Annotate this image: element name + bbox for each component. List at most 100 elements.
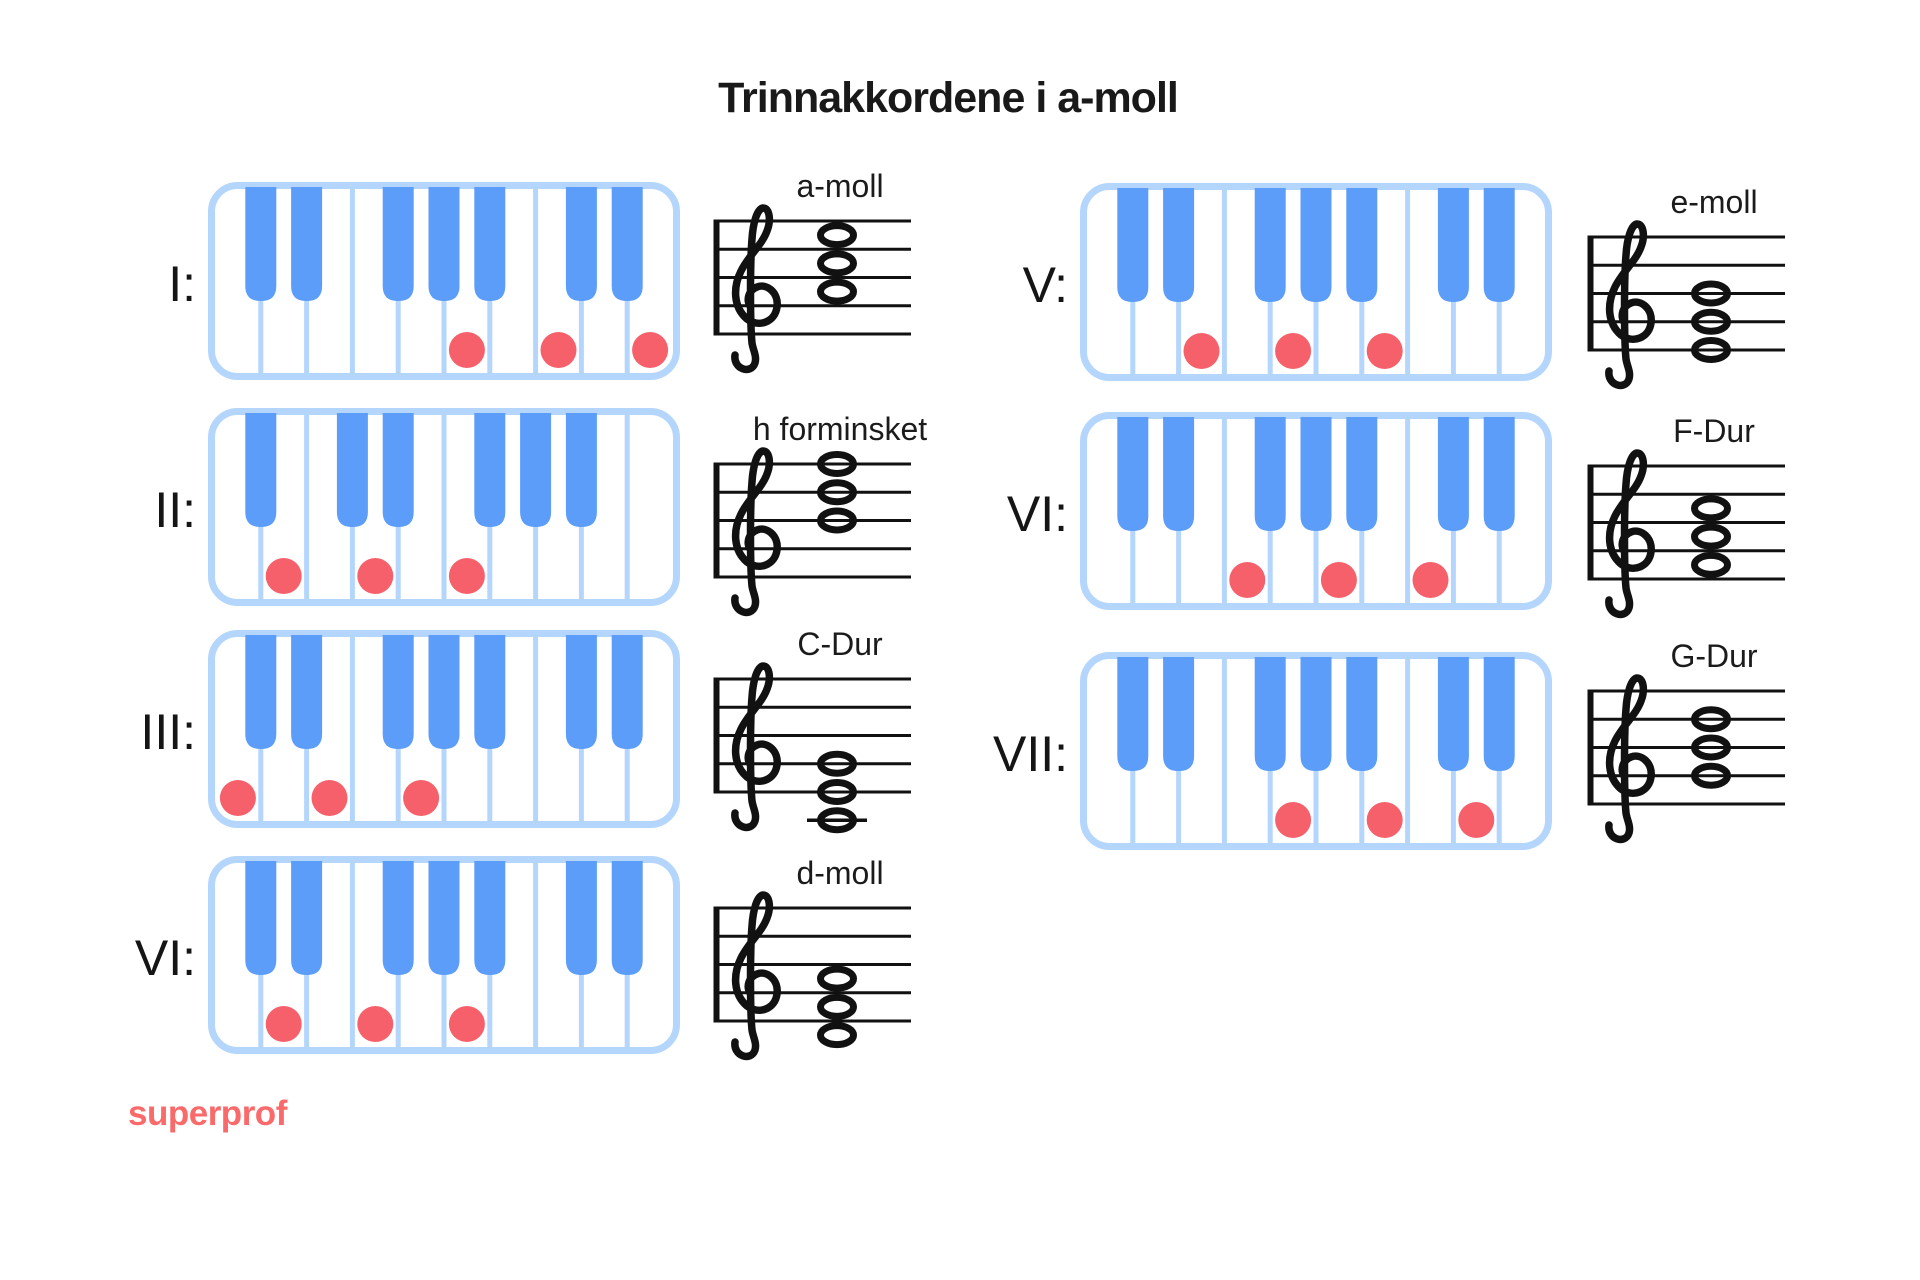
piano-keyboard-7 (1080, 652, 1552, 850)
black-key (1346, 657, 1378, 771)
black-key (382, 635, 414, 749)
black-key (474, 861, 506, 975)
pressed-key-dot (1229, 562, 1266, 598)
pressed-key-dot (357, 558, 394, 594)
pressed-key-dot (448, 332, 485, 368)
black-key (1483, 657, 1515, 771)
black-key (1300, 188, 1332, 302)
black-key (1483, 417, 1515, 531)
pressed-key-dot (1412, 562, 1449, 598)
black-key (382, 413, 414, 527)
black-key (1117, 657, 1149, 771)
treble-clef-icon (731, 662, 781, 832)
piano-keyboard-1 (208, 182, 680, 380)
staff-notation-2 (713, 447, 911, 617)
note-head (1691, 762, 1731, 789)
treble-clef-icon (1605, 674, 1655, 844)
black-key (565, 413, 597, 527)
note-head (817, 807, 857, 834)
staff-notation-1 (713, 204, 911, 374)
pressed-key-dot (540, 332, 577, 368)
black-key (1437, 417, 1469, 531)
staff-notation-7 (1587, 674, 1785, 844)
black-key (245, 861, 277, 975)
pressed-key-dot (1458, 802, 1495, 838)
black-key (1483, 188, 1515, 302)
black-key (291, 635, 323, 749)
chord-name-label: C-Dur (797, 626, 883, 662)
black-key (291, 187, 323, 301)
chord-name-label: a-moll (796, 168, 884, 204)
staff-notation-5 (1587, 220, 1785, 390)
note-head (1691, 734, 1731, 761)
note-head (817, 451, 857, 477)
page-title: Trinnakkordene i a-moll (718, 74, 1179, 122)
black-key (1437, 657, 1469, 771)
black-key (336, 413, 368, 527)
black-key (382, 187, 414, 301)
row-numeral-7: VII: (992, 726, 1068, 782)
black-key (245, 413, 277, 527)
piano-keyboard-4 (208, 856, 680, 1054)
pressed-key-dot (311, 780, 348, 816)
black-key (428, 635, 460, 749)
note-head (1691, 706, 1731, 733)
pressed-key-dot (632, 332, 669, 368)
black-key (1346, 188, 1378, 302)
black-key (1117, 188, 1149, 302)
black-key (245, 635, 277, 749)
pressed-key-dot (403, 780, 440, 816)
note-head (1691, 523, 1731, 550)
pressed-key-dot (448, 1006, 485, 1042)
treble-clef-icon (1605, 220, 1655, 390)
chord-name-label: G-Dur (1670, 638, 1758, 674)
black-key (1437, 188, 1469, 302)
row-numeral-2: II: (154, 482, 196, 538)
pressed-key-dot (1275, 333, 1312, 369)
note-head (817, 479, 857, 506)
black-key (1254, 417, 1286, 531)
superprof-logo: superprof (128, 1094, 287, 1133)
note-head (817, 507, 857, 534)
piano-keyboard-3 (208, 630, 680, 828)
black-key (428, 187, 460, 301)
pressed-key-dot (265, 1006, 302, 1042)
treble-clef-icon (731, 891, 781, 1061)
chord-name-label: F-Dur (1673, 413, 1755, 449)
note-head (817, 222, 857, 249)
black-key (520, 413, 552, 527)
note-head (1691, 280, 1731, 307)
pressed-key-dot (1275, 802, 1312, 838)
black-key (1300, 417, 1332, 531)
pressed-key-dot (357, 1006, 394, 1042)
black-key (611, 635, 643, 749)
black-key (1163, 188, 1195, 302)
black-key (1163, 657, 1195, 771)
row-numeral-6: VI: (1006, 486, 1068, 542)
row-numeral-4: VI: (134, 930, 196, 986)
black-key (245, 187, 277, 301)
staff-notation-4 (713, 891, 911, 1061)
piano-keyboard-5 (1080, 183, 1552, 381)
pressed-key-dot (265, 558, 302, 594)
black-key (291, 861, 323, 975)
note-head (817, 250, 857, 277)
piano-keyboard-2 (208, 408, 680, 606)
chord-name-label: d-moll (796, 855, 884, 891)
row-numeral-5: V: (1022, 257, 1068, 313)
black-key (611, 861, 643, 975)
note-head (817, 1022, 857, 1049)
chord-name-label: e-moll (1670, 184, 1758, 220)
black-key (474, 413, 506, 527)
black-key (1117, 417, 1149, 531)
staff-notation-3 (713, 662, 911, 834)
row-numeral-3: III: (140, 704, 196, 760)
black-key (1346, 417, 1378, 531)
pressed-key-dot (219, 780, 256, 816)
pressed-key-dot (1320, 562, 1357, 598)
black-key (565, 861, 597, 975)
row-numeral-1: I: (168, 256, 196, 312)
note-head (817, 993, 857, 1020)
black-key (565, 187, 597, 301)
